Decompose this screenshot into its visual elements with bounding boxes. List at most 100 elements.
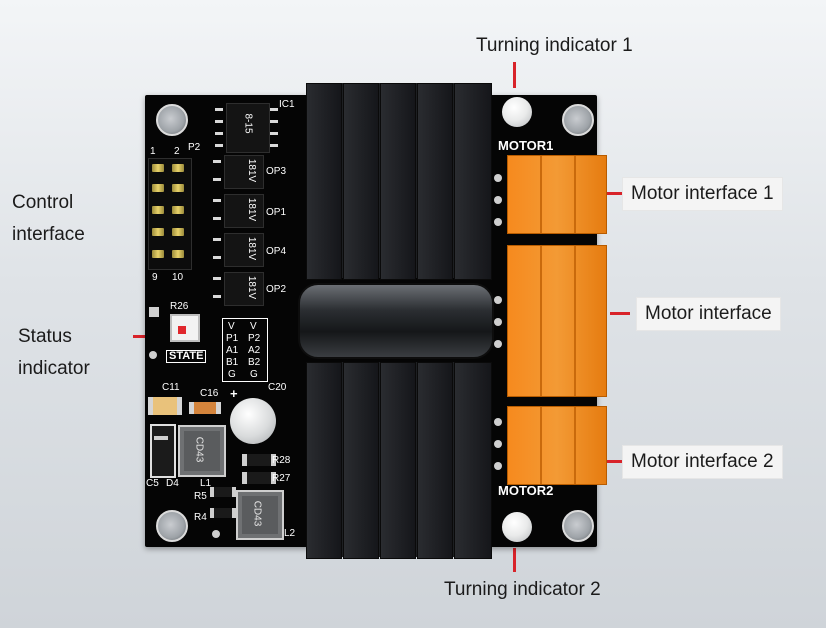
opto-pin [213, 217, 221, 220]
op1-label: OP1 [266, 207, 287, 218]
pin-table-col1-0: V [228, 321, 235, 332]
header-p2-label: P2 [188, 142, 201, 153]
ic1-pin [215, 132, 223, 135]
header-pin9-label: 9 [152, 272, 158, 283]
motor-interface-terminal[interactable] [507, 245, 607, 397]
terminal-pad [494, 218, 502, 226]
callout-tick-turning-2 [513, 548, 516, 572]
ic1-pin [215, 108, 223, 111]
ic1-marking: 8-15 [242, 113, 254, 134]
optocoupler-op1 [224, 194, 264, 228]
ic1-pin [270, 132, 278, 135]
c5-label: C5 [146, 478, 159, 489]
callout-status-indicator-line1: Status [18, 326, 72, 347]
terminal-slot [574, 407, 576, 484]
op2-label: OP2 [266, 284, 287, 295]
optocoupler-op3 [224, 155, 264, 189]
terminal-pad [494, 196, 502, 204]
terminal-pad [494, 174, 502, 182]
header-pin [172, 250, 184, 258]
cd43-label-2: CD43 [251, 500, 263, 527]
ic1-label: IC1 [279, 99, 295, 110]
pin-table-col1-1: P1 [226, 333, 239, 344]
d4-label: D4 [166, 478, 179, 489]
callout-control-interface-line2: interface [12, 224, 85, 245]
motor-interface-1-terminal[interactable] [507, 155, 607, 234]
capacitor-c11 [148, 397, 182, 415]
header-pin [152, 184, 164, 192]
diode-d4 [150, 424, 176, 478]
terminal-pad [494, 318, 502, 326]
heatsink-bottom-fin [454, 362, 492, 559]
opto-pin [213, 238, 221, 241]
header-pin [152, 250, 164, 258]
mounting-hole-top-left [156, 104, 188, 136]
header-pin2-label: 2 [174, 146, 180, 157]
turning-indicator-1-led [502, 97, 532, 127]
callout-turning-indicator-1: Turning indicator 1 [476, 35, 633, 56]
l1-solder [212, 530, 220, 538]
terminal-slot [540, 156, 542, 233]
pin-table-col2-0: V [250, 321, 257, 332]
ic1-pin [215, 144, 223, 147]
inductor-core-1 [184, 431, 220, 471]
ic1-pin [270, 108, 278, 111]
status-pad [149, 307, 159, 317]
callout-tick-motor-1 [606, 192, 622, 195]
heatsink-top-fin [454, 83, 492, 280]
terminal-slot [540, 407, 542, 484]
op2-marking: 181V [246, 275, 258, 300]
terminal-pad [494, 440, 502, 448]
ic1-chip [226, 103, 270, 153]
terminal-slot [540, 246, 542, 396]
ic1-pin [270, 144, 278, 147]
op4-label: OP4 [266, 246, 287, 257]
c20-plus: + [230, 386, 238, 401]
r28-label: R28 [272, 455, 291, 466]
heatsink-top-fin [306, 83, 342, 280]
heatsink-top-fin [343, 83, 379, 280]
motor-interface-2-terminal[interactable] [507, 406, 607, 485]
callout-status-indicator-line2: indicator [18, 358, 90, 379]
op3-marking: 181V [246, 158, 258, 183]
terminal-slot [574, 156, 576, 233]
header-pin [172, 164, 184, 172]
inductor-cd43-1 [178, 425, 226, 477]
motor1-label: MOTOR1 [498, 138, 554, 153]
opto-pin [213, 295, 221, 298]
header-pin [172, 206, 184, 214]
resistor-r4 [210, 508, 236, 518]
c16-label: C16 [200, 388, 219, 399]
capacitor-c16 [189, 402, 221, 414]
heatsink-bottom-fin [306, 362, 342, 559]
callout-tick-turning-1 [513, 62, 516, 88]
resistor-r27 [242, 472, 276, 484]
inductor-cd43-2 [236, 490, 284, 540]
pin-table-col2-2: A2 [248, 345, 261, 356]
heatsink-top-fin [417, 83, 453, 280]
pin-table-col2-3: B2 [248, 357, 261, 368]
terminal-pad [494, 296, 502, 304]
mounting-hole-top-right [562, 104, 594, 136]
terminal-pad [494, 462, 502, 470]
header-pin [172, 228, 184, 236]
c11-label: C11 [162, 382, 180, 393]
header-pin [152, 206, 164, 214]
callout-control-interface-line1: Control [12, 192, 74, 213]
r4-label: R4 [194, 512, 207, 523]
terminal-pad [494, 340, 502, 348]
op1-marking: 181V [246, 197, 258, 222]
optocoupler-op2 [224, 272, 264, 306]
callout-turning-indicator-2: Turning indicator 2 [444, 579, 601, 600]
pin-table-col2-1: P2 [248, 333, 261, 344]
central-cylinder-component [298, 283, 494, 359]
r27-label: R27 [272, 473, 291, 484]
resistor-r28 [242, 454, 276, 466]
c20-label: C20 [268, 382, 287, 393]
r5-label: R5 [194, 491, 207, 502]
heatsink-bottom-fin [380, 362, 416, 559]
state-label: STATE [166, 350, 207, 363]
optocoupler-op4 [224, 233, 264, 267]
opto-pin [213, 256, 221, 259]
header-pin [152, 228, 164, 236]
